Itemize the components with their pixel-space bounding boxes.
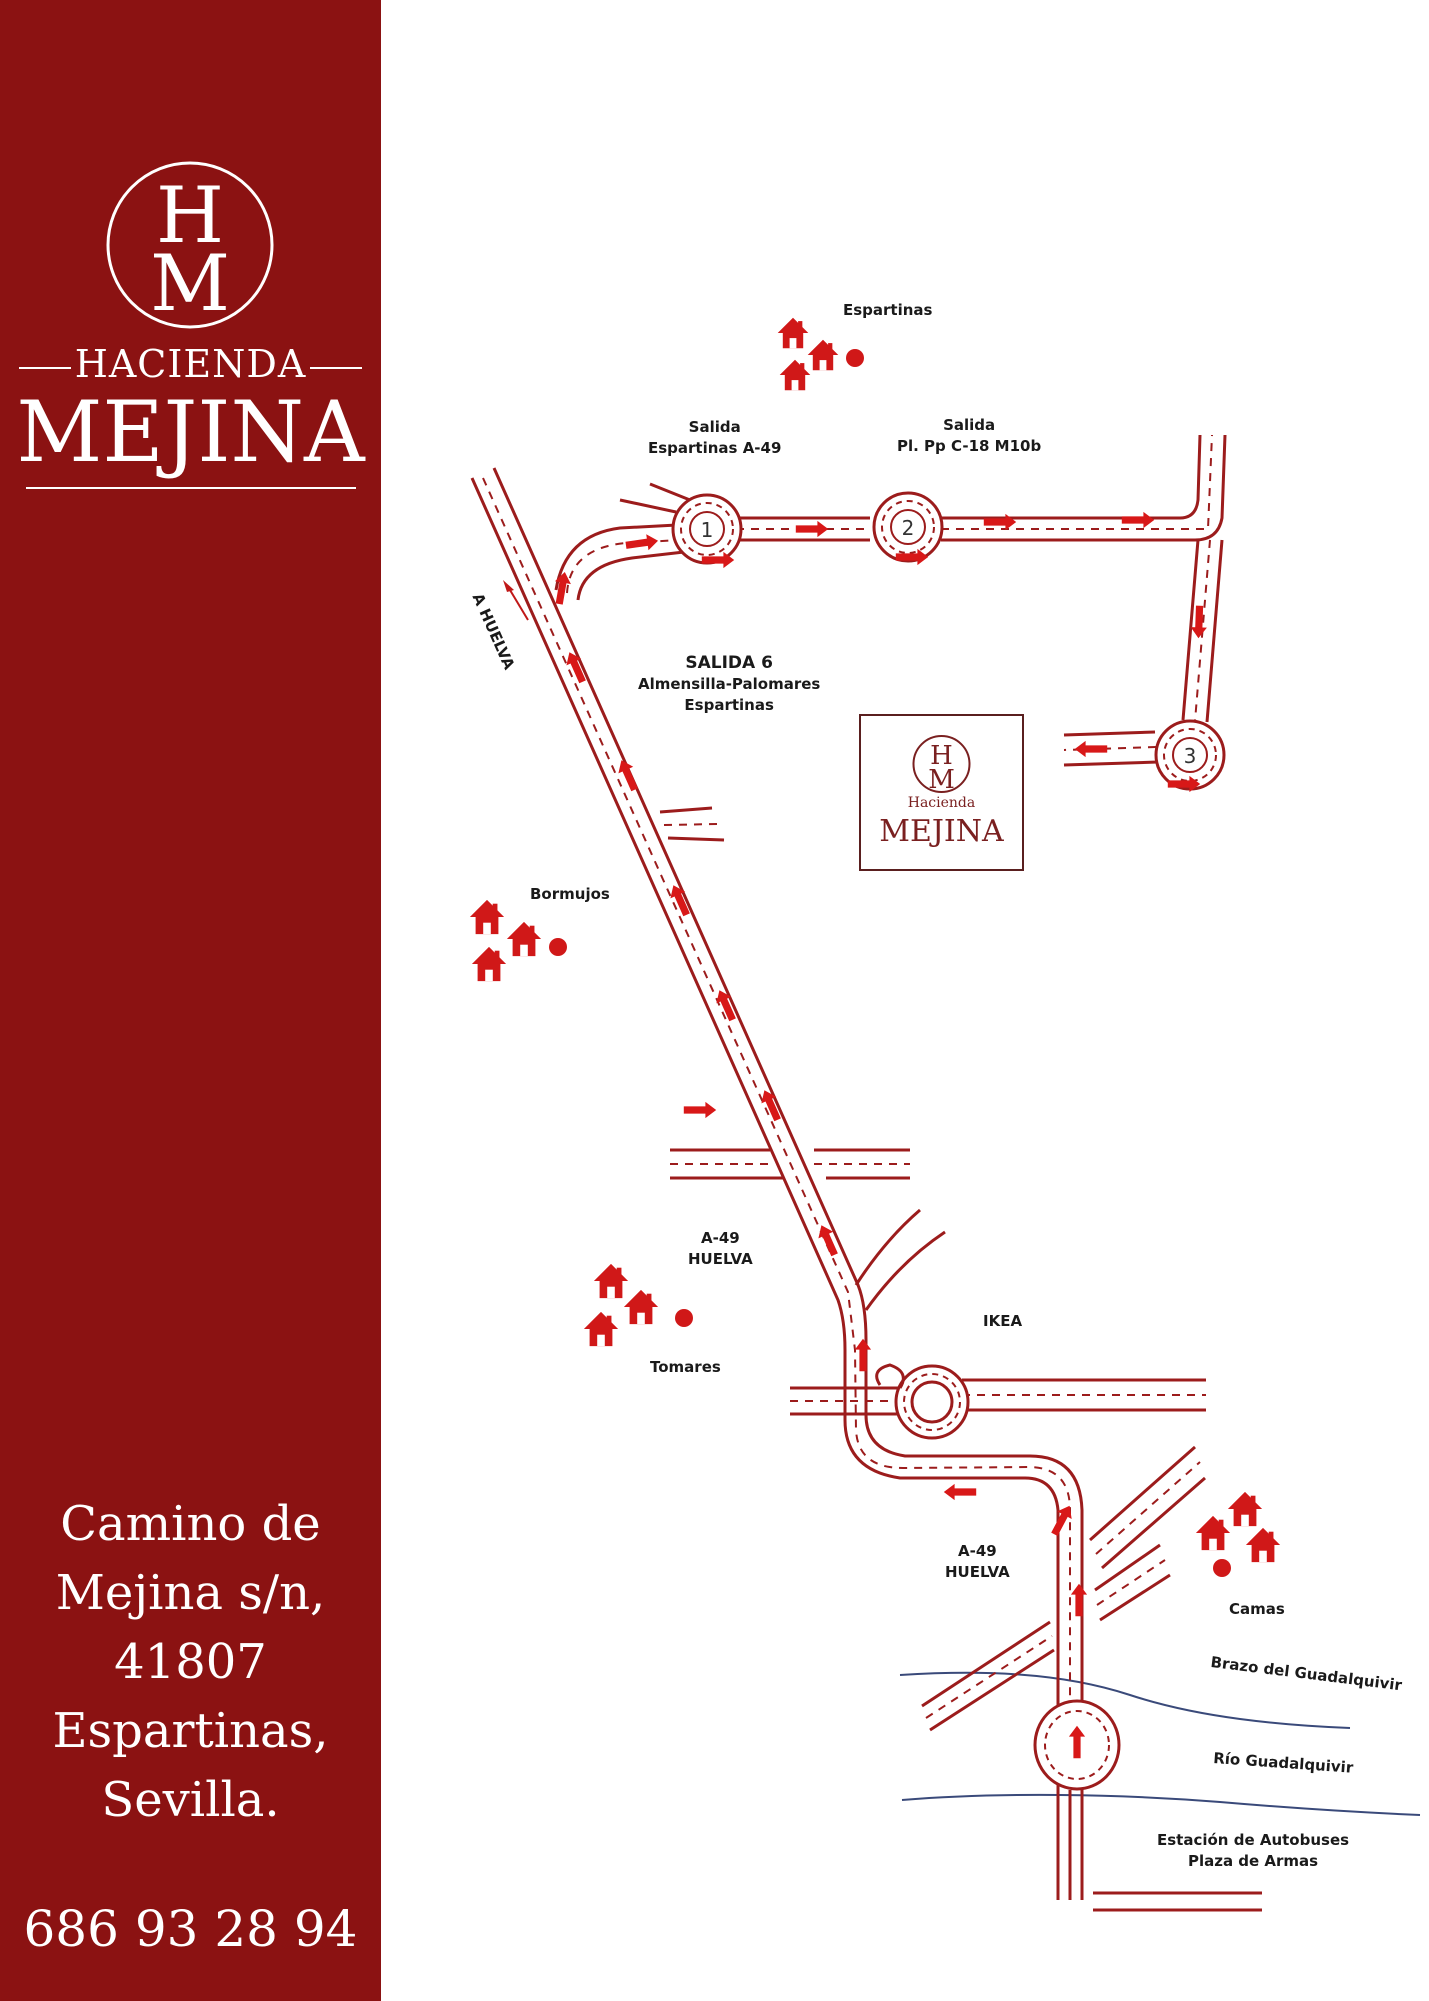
label-tomares: Tomares — [650, 1358, 721, 1376]
label-line: HUELVA — [688, 1250, 753, 1268]
house-icon — [807, 339, 839, 371]
house-icon — [779, 359, 811, 391]
house-icon — [506, 921, 542, 957]
hacienda-mejina-logo: H M — [106, 161, 274, 329]
house-icon — [1227, 1491, 1263, 1527]
ikea-loop — [875, 1363, 905, 1389]
house-icon — [1245, 1527, 1281, 1563]
mini-brand-big: MEJINA — [879, 814, 1004, 849]
address-line: Sevilla. — [101, 1772, 280, 1828]
label-salida-espartinas: Salida Espartinas A-49 — [648, 417, 781, 459]
house-icon — [471, 946, 507, 982]
roundabout-3: 3 — [1154, 719, 1226, 791]
monogram-bottom: M — [150, 239, 230, 329]
a-huelva-arrow — [503, 580, 529, 621]
brand-name-small: HACIENDA — [0, 342, 381, 386]
arrow-icon — [1121, 511, 1155, 529]
label-line: A-49 — [700, 1229, 740, 1247]
arrow-icon — [683, 1101, 717, 1119]
label-line: Plaza de Armas — [1187, 1852, 1319, 1870]
house-icon — [583, 1311, 619, 1347]
label-camas: Camas — [1229, 1600, 1285, 1618]
arrow-icon — [943, 1483, 977, 1501]
arrow-icon — [1074, 740, 1108, 758]
label-bormujos: Bormujos — [530, 885, 610, 903]
mini-brand-small: Hacienda — [907, 795, 976, 811]
house-icon — [623, 1289, 659, 1325]
arrow-icon — [983, 513, 1017, 531]
mini-monogram-top: H — [930, 741, 953, 771]
lane-dashes — [482, 434, 1213, 1900]
label-line: Salida — [943, 416, 996, 434]
town-espartinas — [777, 317, 864, 391]
house-icon — [593, 1263, 629, 1299]
roundabout-1: 1 — [671, 493, 743, 565]
label-line: Salida — [688, 418, 741, 436]
address-line: Mejina s/n, — [55, 1565, 326, 1621]
house-icon — [777, 317, 809, 349]
label-ikea: IKEA — [983, 1312, 1023, 1330]
hacienda-mejina-mini-logo: H M Hacienda MEJINA — [859, 714, 1024, 871]
phone-number[interactable]: 686 93 28 94 — [23, 1900, 358, 1958]
roundabout-number: 1 — [701, 518, 714, 542]
address: Camino de Mejina s/n, 41807 Espartinas, … — [0, 1490, 381, 1835]
label-espartinas: Espartinas — [843, 301, 933, 319]
label-line: Pl. Pp C-18 M10b — [897, 437, 1042, 455]
house-icon — [469, 899, 505, 935]
label-line: Espartinas — [684, 696, 774, 714]
arrow-icon — [624, 532, 660, 554]
arrow-icon — [854, 1338, 872, 1372]
monogram-top: H — [156, 171, 224, 261]
label-a49-top: A-49 HUELVA — [688, 1228, 753, 1270]
town-tomares — [583, 1263, 693, 1347]
label-line: Estación de Autobuses — [1157, 1831, 1350, 1849]
roundabout-number: 2 — [902, 516, 915, 540]
roundabout-2: 2 — [872, 491, 944, 563]
arrow-icon — [1047, 1501, 1077, 1539]
sidebar: H M HACIENDA MEJINA Camino de Mejina s/n… — [0, 0, 381, 2001]
mini-monogram-bottom: M — [928, 765, 955, 795]
label-line: SALIDA 6 — [685, 653, 773, 673]
mini-monogram: H M — [912, 735, 971, 795]
river-guadalquivir — [901, 1793, 1421, 1816]
arrow-icon — [1070, 1583, 1088, 1617]
label-line: Espartinas A-49 — [648, 439, 782, 457]
arrow-icon — [795, 520, 829, 538]
address-line: Camino de — [60, 1496, 321, 1552]
roads — [470, 434, 1262, 1912]
label-a49-bottom: A-49 HUELVA — [945, 1541, 1010, 1583]
route-map: 1 2 3 — [469, 317, 1421, 1912]
label-estacion-autobuses: Estación de Autobuses Plaza de Armas — [1157, 1830, 1349, 1872]
house-icon — [1195, 1515, 1231, 1551]
roundabout-number: 3 — [1184, 744, 1197, 768]
address-line: 41807 — [114, 1634, 267, 1690]
town-bormujos — [469, 899, 567, 982]
label-salida-6: SALIDA 6 Almensilla-Palomares Espartinas — [638, 653, 820, 716]
brand-underline — [26, 487, 356, 489]
town-camas — [1195, 1491, 1281, 1577]
brand-name-small-text: HACIENDA — [74, 342, 307, 386]
roundabout-ikea — [894, 1364, 970, 1440]
label-line: A-49 — [957, 1542, 997, 1560]
brand-name-big: MEJINA — [16, 383, 365, 481]
label-line: HUELVA — [945, 1563, 1010, 1581]
address-line: Espartinas, — [52, 1703, 329, 1759]
label-line: Almensilla-Palomares — [638, 675, 821, 693]
label-salida-pl: Salida Pl. Pp C-18 M10b — [897, 415, 1041, 457]
